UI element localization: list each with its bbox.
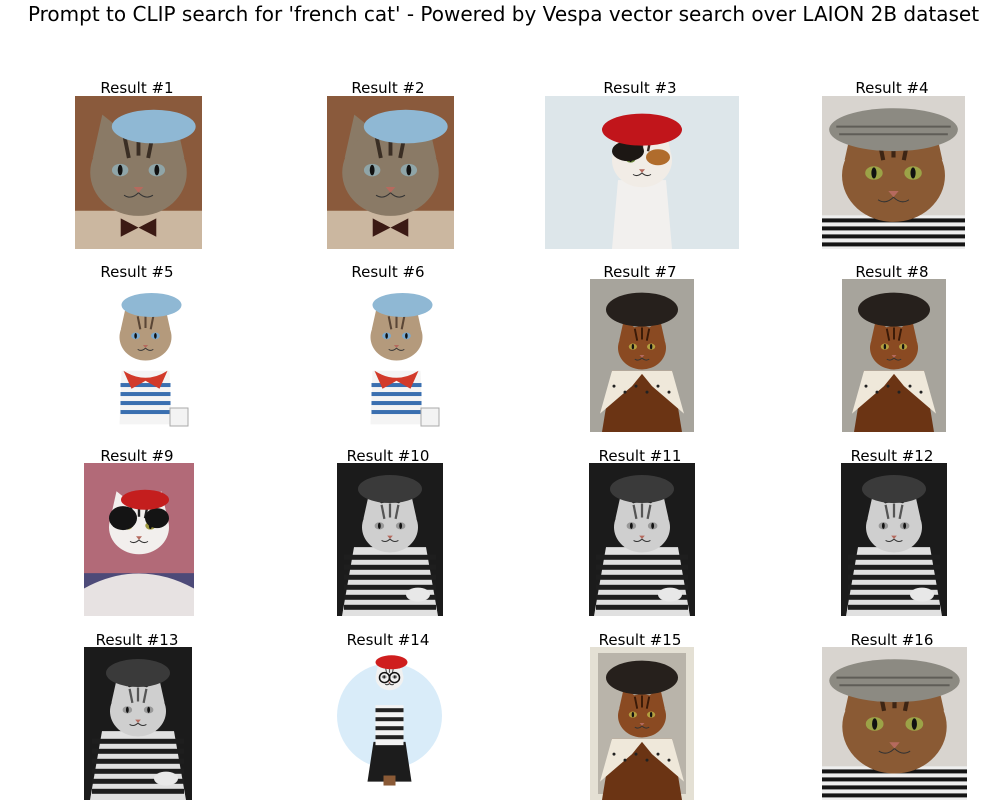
- result-image: [327, 96, 454, 249]
- result-caption: Result #3: [603, 79, 677, 97]
- result-caption: Result #12: [850, 447, 934, 465]
- result-caption: Result #4: [855, 79, 929, 97]
- result-caption: Result #13: [95, 631, 179, 649]
- page-title: Prompt to CLIP search for 'french cat' -…: [27, 2, 980, 26]
- result-caption: Result #10: [346, 447, 430, 465]
- result-image: [97, 279, 194, 432]
- result-image: [337, 463, 443, 616]
- result-image: [822, 647, 967, 800]
- result-caption: Result #1: [100, 79, 174, 97]
- result-caption: Result #9: [100, 447, 174, 465]
- result-image: [590, 279, 694, 432]
- result-image: [545, 96, 739, 249]
- result-caption: Result #11: [598, 447, 682, 465]
- result-image: [590, 647, 694, 800]
- result-caption: Result #8: [855, 263, 929, 281]
- result-caption: Result #6: [351, 263, 425, 281]
- result-caption: Result #15: [598, 631, 682, 649]
- result-image: [822, 96, 965, 249]
- result-image: [84, 463, 194, 616]
- result-caption: Result #14: [346, 631, 430, 649]
- result-caption: Result #7: [603, 263, 677, 281]
- result-image: [589, 463, 695, 616]
- result-image: [75, 96, 202, 249]
- result-caption: Result #16: [850, 631, 934, 649]
- result-image: [842, 279, 946, 432]
- result-image: [841, 463, 947, 616]
- result-image: [337, 647, 442, 800]
- result-caption: Result #2: [351, 79, 425, 97]
- result-caption: Result #5: [100, 263, 174, 281]
- result-image: [84, 647, 192, 800]
- result-image: [348, 279, 445, 432]
